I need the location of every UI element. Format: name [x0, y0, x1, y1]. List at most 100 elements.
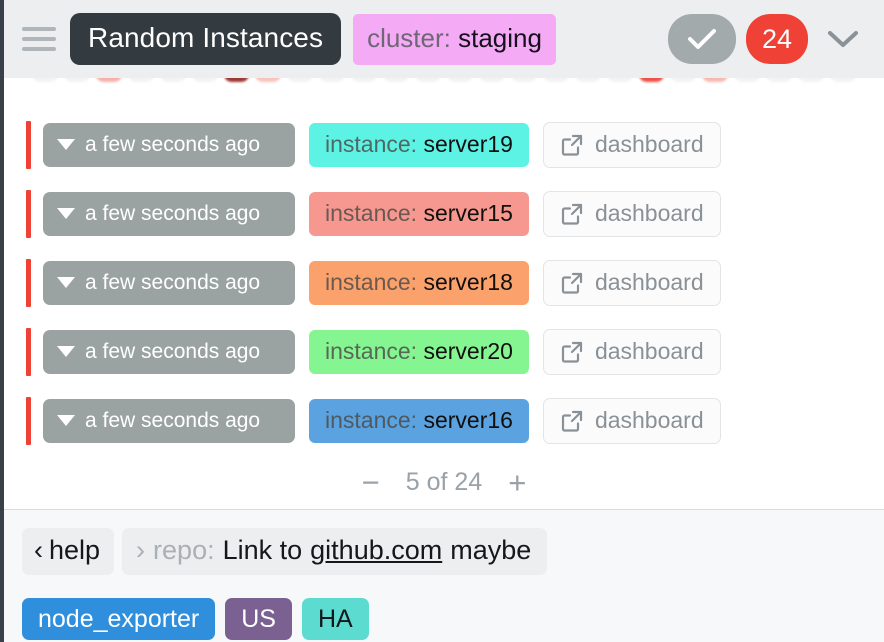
repo-info: › repo: Link to github.com maybe — [122, 527, 548, 575]
chevron-left-icon: ‹ — [34, 534, 43, 565]
history-pill[interactable] — [32, 78, 58, 82]
timestamp-label: a few seconds ago — [85, 201, 261, 225]
history-pill[interactable] — [638, 78, 665, 82]
dashboard-button[interactable]: dashboard — [542, 397, 721, 444]
timestamp-toggle[interactable]: a few seconds ago — [43, 398, 295, 443]
repo-text-after: maybe — [450, 534, 532, 565]
instance-row: a few seconds ago instance: server20 dashb… — [4, 317, 884, 386]
history-pill[interactable] — [255, 78, 282, 82]
hamburger-icon[interactable] — [22, 24, 56, 54]
history-pill[interactable] — [542, 78, 569, 82]
dashboard-label: dashboard — [594, 269, 704, 295]
severity-bar — [26, 258, 31, 307]
chevron-right-icon[interactable]: › — [136, 534, 146, 565]
timestamp-toggle[interactable]: a few seconds ago — [43, 122, 295, 167]
instance-row: a few seconds ago instance: server19 dashb… — [4, 110, 884, 179]
dashboard-label: dashboard — [594, 407, 704, 433]
external-link-icon — [560, 133, 584, 157]
history-pill[interactable] — [191, 78, 218, 82]
instance-badge[interactable]: instance: server19 — [309, 122, 529, 167]
cluster-badge[interactable]: cluster: staging — [353, 13, 556, 65]
history-pill[interactable] — [223, 78, 250, 82]
history-pill[interactable] — [606, 78, 633, 82]
history-pill[interactable] — [510, 78, 537, 82]
app-header: Random Instances cluster: staging 24 — [4, 0, 884, 78]
instance-badge[interactable]: instance: server16 — [309, 398, 529, 443]
history-pill[interactable] — [159, 78, 186, 82]
instance-list: a few seconds ago instance: server19 dashb… — [4, 104, 884, 455]
bottom-filler — [4, 640, 884, 642]
instance-row: a few seconds ago instance: server18 dashb… — [4, 248, 884, 317]
severity-bar — [26, 396, 31, 445]
help-bar: ‹ help › repo: Link to github.com maybe — [4, 510, 884, 592]
instance-badge[interactable]: instance: server18 — [309, 260, 529, 305]
history-pill[interactable] — [63, 78, 90, 82]
cluster-key: cluster: — [367, 22, 451, 53]
instance-value: server16 — [423, 407, 513, 433]
tag-badge[interactable]: HA — [301, 598, 369, 640]
dashboard-button[interactable]: dashboard — [542, 121, 721, 168]
history-pill[interactable] — [830, 78, 856, 82]
chevron-down-icon[interactable] — [818, 15, 868, 63]
repo-key: repo: — [153, 534, 215, 565]
history-pill[interactable] — [766, 78, 793, 82]
instance-badge[interactable]: instance: server20 — [309, 329, 529, 374]
history-pill[interactable] — [287, 78, 314, 82]
history-pill[interactable] — [127, 78, 154, 82]
tag-badge[interactable]: node_exporter — [22, 598, 216, 640]
dashboard-label: dashboard — [594, 338, 704, 364]
caret-down-icon — [57, 208, 75, 219]
history-pill[interactable] — [734, 78, 761, 82]
history-pill[interactable] — [574, 78, 601, 82]
instance-row: a few seconds ago instance: server15 dashb… — [4, 179, 884, 248]
instance-badge[interactable]: instance: server15 — [309, 191, 529, 236]
instance-value: server18 — [423, 269, 513, 295]
dashboard-label: dashboard — [594, 131, 704, 157]
timestamp-toggle[interactable]: a few seconds ago — [43, 191, 295, 236]
external-link-icon — [560, 409, 584, 433]
external-link-icon — [560, 202, 584, 226]
external-link-icon — [560, 271, 584, 295]
history-pill[interactable] — [319, 78, 346, 82]
repo-link[interactable]: github.com — [310, 534, 443, 565]
instance-key: instance: — [325, 338, 418, 364]
caret-down-icon — [57, 346, 75, 357]
caret-down-icon — [57, 139, 75, 150]
timestamp-toggle[interactable]: a few seconds ago — [43, 329, 295, 374]
dashboard-button[interactable]: dashboard — [542, 259, 721, 306]
instance-value: server15 — [423, 200, 513, 226]
dashboard-button[interactable]: dashboard — [542, 328, 721, 375]
pager-decrement-button[interactable]: − — [361, 464, 380, 500]
history-pill[interactable] — [798, 78, 825, 82]
instance-key: instance: — [325, 200, 418, 226]
timestamp-toggle[interactable]: a few seconds ago — [43, 260, 295, 305]
check-icon — [687, 27, 717, 51]
caret-down-icon — [57, 277, 75, 288]
hamburger-bar — [22, 47, 56, 51]
history-pill[interactable] — [383, 78, 410, 82]
external-link-icon — [560, 340, 584, 364]
severity-bar — [26, 189, 31, 238]
hamburger-bar — [22, 27, 56, 31]
page-title: Random Instances — [70, 13, 342, 65]
dashboard-button[interactable]: dashboard — [542, 190, 721, 237]
instance-key: instance: — [325, 269, 418, 295]
history-pill[interactable] — [351, 78, 378, 82]
pager-status: 5 of 24 — [405, 467, 483, 496]
repo-text-before: Link to — [222, 534, 303, 565]
history-pill[interactable] — [446, 78, 473, 82]
history-pill[interactable] — [478, 78, 505, 82]
history-pill[interactable] — [95, 78, 122, 82]
pager-increment-button[interactable]: + — [508, 464, 527, 500]
alert-count-badge[interactable]: 24 — [746, 14, 808, 64]
header-actions: 24 — [668, 14, 884, 64]
tag-badge[interactable]: US — [225, 598, 292, 640]
history-pill[interactable] — [670, 78, 697, 82]
status-check-badge[interactable] — [668, 14, 736, 64]
instance-key: instance: — [325, 407, 418, 433]
history-pill[interactable] — [702, 78, 729, 82]
help-back-button[interactable]: ‹ help — [22, 527, 115, 575]
history-pill[interactable] — [415, 78, 441, 82]
